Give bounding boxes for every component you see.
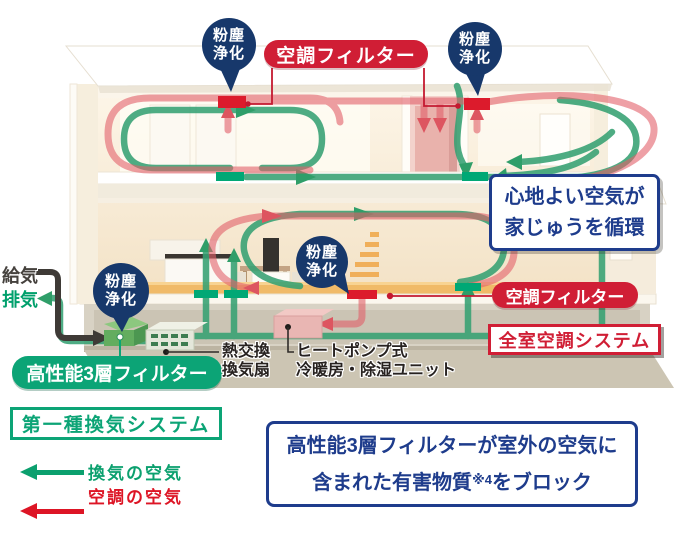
arrow-left-icon bbox=[20, 464, 84, 480]
floor-vents bbox=[194, 172, 488, 298]
hp-filter-banner: 高性能3層フィルター bbox=[12, 356, 222, 389]
dust-purify-badge-left: 粉塵 浄化 bbox=[93, 263, 149, 319]
badge-text: 浄化 bbox=[212, 45, 245, 62]
exhaust-air-label: 排気 bbox=[2, 290, 38, 310]
arrow-left-icon bbox=[20, 503, 84, 519]
block-note-line2: 含まれた有害物質※4をブロック bbox=[312, 471, 592, 494]
all-room-ac-box: 全室空調システム bbox=[488, 324, 661, 355]
red-connector-lines bbox=[248, 68, 492, 297]
ground bbox=[84, 350, 674, 388]
ac-filter-banner-top: 空調フィルター bbox=[264, 40, 428, 68]
badge-text: 粉塵 bbox=[212, 27, 245, 44]
red-arrowheads bbox=[221, 103, 484, 331]
dust-purify-badge-center: 粉塵 浄化 bbox=[296, 236, 348, 288]
legend-vent-air-label: 換気の空気 bbox=[88, 464, 183, 483]
dust-purify-badge-top-right: 粉塵 浄化 bbox=[448, 22, 502, 76]
supply-air-duct bbox=[27, 269, 110, 346]
vent-system-box: 第一種換気システム bbox=[10, 407, 222, 440]
heat-exchanger-label: 熱交換 換気扇 bbox=[222, 343, 271, 379]
comfort-note-box: 心地よい空気が 家じゅうを循環 bbox=[489, 174, 660, 251]
supply-air-label: 給気 bbox=[2, 266, 38, 286]
footnote-marker: ※4 bbox=[472, 471, 492, 487]
ceiling-vents bbox=[218, 96, 490, 299]
filter-block-note-box: 高性能3層フィルターが室外の空気に 含まれた有害物質※4をブロック bbox=[266, 421, 638, 507]
tv bbox=[263, 238, 279, 274]
dust-purify-badge-top-left: 粉塵 浄化 bbox=[202, 18, 256, 72]
heat-pump-label: ヒートポンプ式 冷暖房・除湿ユニット bbox=[296, 343, 457, 379]
closet bbox=[149, 104, 191, 168]
heat-pump-unit bbox=[273, 309, 334, 353]
block-note-line1: 高性能3層フィルターが室外の空気に bbox=[286, 434, 618, 457]
heat-exchanger-unit bbox=[145, 322, 219, 355]
legend-ac-air-label: 空調の空気 bbox=[88, 488, 183, 507]
ac-filter-banner-right: 空調フィルター bbox=[492, 282, 638, 308]
